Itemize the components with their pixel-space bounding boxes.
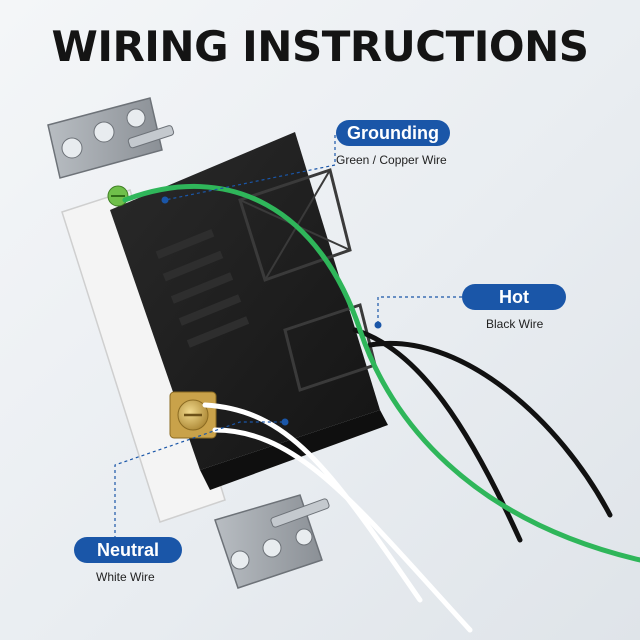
ground-screw <box>107 185 129 207</box>
callout-leaders <box>82 135 462 549</box>
neutral-wire-2 <box>212 427 473 633</box>
hot-wire-2 <box>367 340 613 518</box>
outlet-body <box>110 132 388 490</box>
hot-wire-1 <box>352 327 523 543</box>
grounding-sublabel: Green / Copper Wire <box>336 153 447 167</box>
neutral-wire-1 <box>202 402 423 603</box>
brass-terminal-screw <box>169 391 217 439</box>
page-title: WIRING INSTRUCTIONS <box>51 22 590 71</box>
neutral-label: Neutral <box>74 537 182 563</box>
top-mounting-strap <box>47 97 175 179</box>
callout-dots <box>161 196 382 426</box>
neutral-sublabel: White Wire <box>96 570 155 584</box>
outlet-face <box>61 189 226 523</box>
hot-sublabel: Black Wire <box>486 317 544 331</box>
bottom-mounting-strap <box>214 494 330 589</box>
grounding-label: Grounding <box>336 120 450 146</box>
hot-label: Hot <box>462 284 566 310</box>
